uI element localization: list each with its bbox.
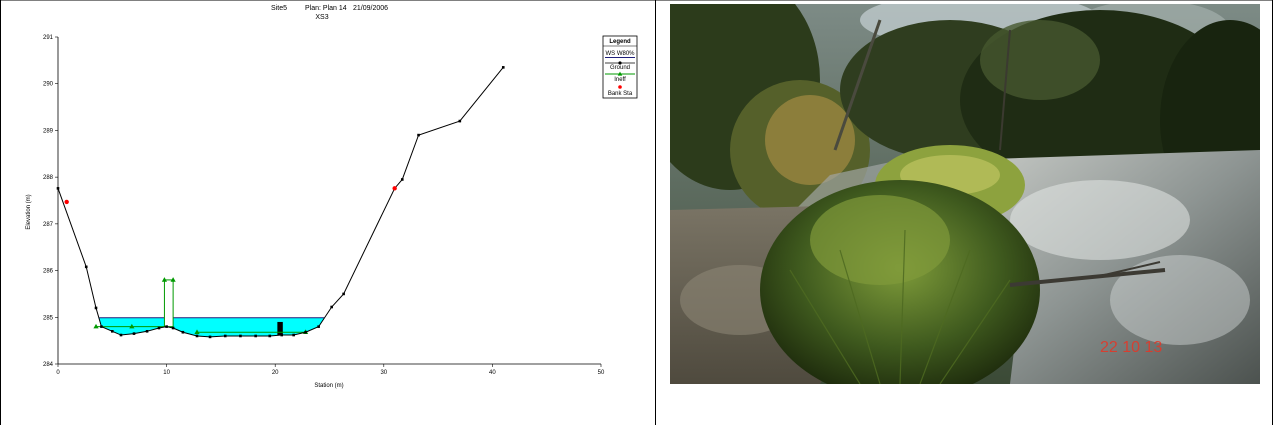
creek-photo: 22 10 13	[670, 4, 1260, 384]
obstruction-block	[277, 321, 283, 336]
ground-point	[280, 333, 284, 337]
ineff-marker	[129, 323, 135, 329]
ground-point	[254, 334, 257, 338]
x-tick-label: 30	[380, 370, 387, 376]
ineff-marker	[194, 329, 200, 335]
chart-subtitle: XS3	[315, 14, 328, 21]
plot-area	[56, 66, 505, 339]
legend-label-ws: WS W80%	[605, 51, 635, 57]
ground-point	[417, 133, 420, 137]
x-tick-label: 50	[598, 370, 605, 376]
chart-title: Site5 Plan: Plan 14 21/09/2006 XS3	[271, 5, 388, 21]
y-axis-label: Elevation (m)	[26, 194, 32, 229]
ground-point	[84, 265, 88, 269]
ground-point	[145, 330, 149, 333]
legend-label-bank: Bank Sta	[608, 91, 633, 97]
legend-marker-ineff	[617, 71, 623, 76]
legend-label-ineff: Ineff	[614, 77, 626, 83]
x-tick-label: 20	[272, 370, 279, 376]
ground-point	[223, 334, 227, 338]
ground-point	[317, 325, 320, 328]
y-tick-label: 285	[43, 315, 54, 321]
ineff-marker	[93, 323, 99, 329]
y-tick-label: 284	[43, 362, 54, 368]
y-tick-label: 290	[43, 82, 54, 88]
y-tick-label: 288	[43, 175, 54, 181]
ground-point	[181, 330, 185, 334]
ground-point	[157, 326, 161, 330]
bank-station-point	[392, 186, 397, 191]
x-tick-label: 40	[489, 370, 496, 376]
ground-point	[171, 326, 175, 330]
cross-section-chart: Site5 Plan: Plan 14 21/09/2006 XS3 Eleva…	[26, 5, 638, 389]
ground-point	[132, 332, 136, 335]
ground-point	[342, 292, 345, 296]
ground-point	[208, 335, 212, 339]
y-tick-label: 286	[43, 269, 54, 275]
chart-title-date: 21/09/2006	[353, 5, 388, 12]
ground-point	[458, 119, 462, 123]
chart-title-site: Site5	[271, 5, 287, 12]
ground-point	[119, 333, 123, 337]
axes: 284 285 286 287 288 289 290 291 0 10 20 30 40 50	[43, 35, 605, 376]
legend-label-ground: Ground	[610, 65, 630, 71]
chart-title-plan: Plan: Plan 14	[305, 5, 347, 12]
ineffective-block	[163, 279, 174, 328]
ineff-marker	[161, 277, 168, 282]
ground-point	[292, 333, 295, 337]
ground-point	[330, 305, 333, 309]
ineff-marker	[170, 277, 176, 282]
ground-point	[111, 330, 114, 333]
ground-point	[400, 178, 404, 181]
x-axis-label: Station (m)	[314, 383, 343, 389]
legend-marker-ground	[618, 61, 622, 65]
x-tick-label: 0	[56, 370, 60, 376]
legend-marker-bank	[618, 85, 622, 89]
y-tick-label: 291	[43, 35, 54, 41]
ground-point	[94, 306, 98, 310]
x-tick-label: 10	[163, 370, 170, 376]
y-tick-label: 289	[43, 128, 54, 134]
ground-point	[268, 334, 272, 338]
ground-point	[165, 325, 168, 328]
ground-point	[56, 187, 60, 190]
ground-point	[195, 334, 199, 338]
legend-title: Legend	[609, 39, 631, 45]
legend: Legend WS W80% Ground Ineff Bank Sta	[602, 35, 638, 99]
ground-point	[239, 334, 242, 338]
ground-point	[304, 330, 307, 334]
photo-timestamp: 22 10 13	[1100, 339, 1162, 356]
bank-station-point	[64, 199, 69, 205]
ground-point	[100, 325, 103, 328]
y-tick-label: 287	[43, 222, 54, 228]
ground-point	[501, 66, 505, 69]
ground-line	[57, 67, 504, 338]
